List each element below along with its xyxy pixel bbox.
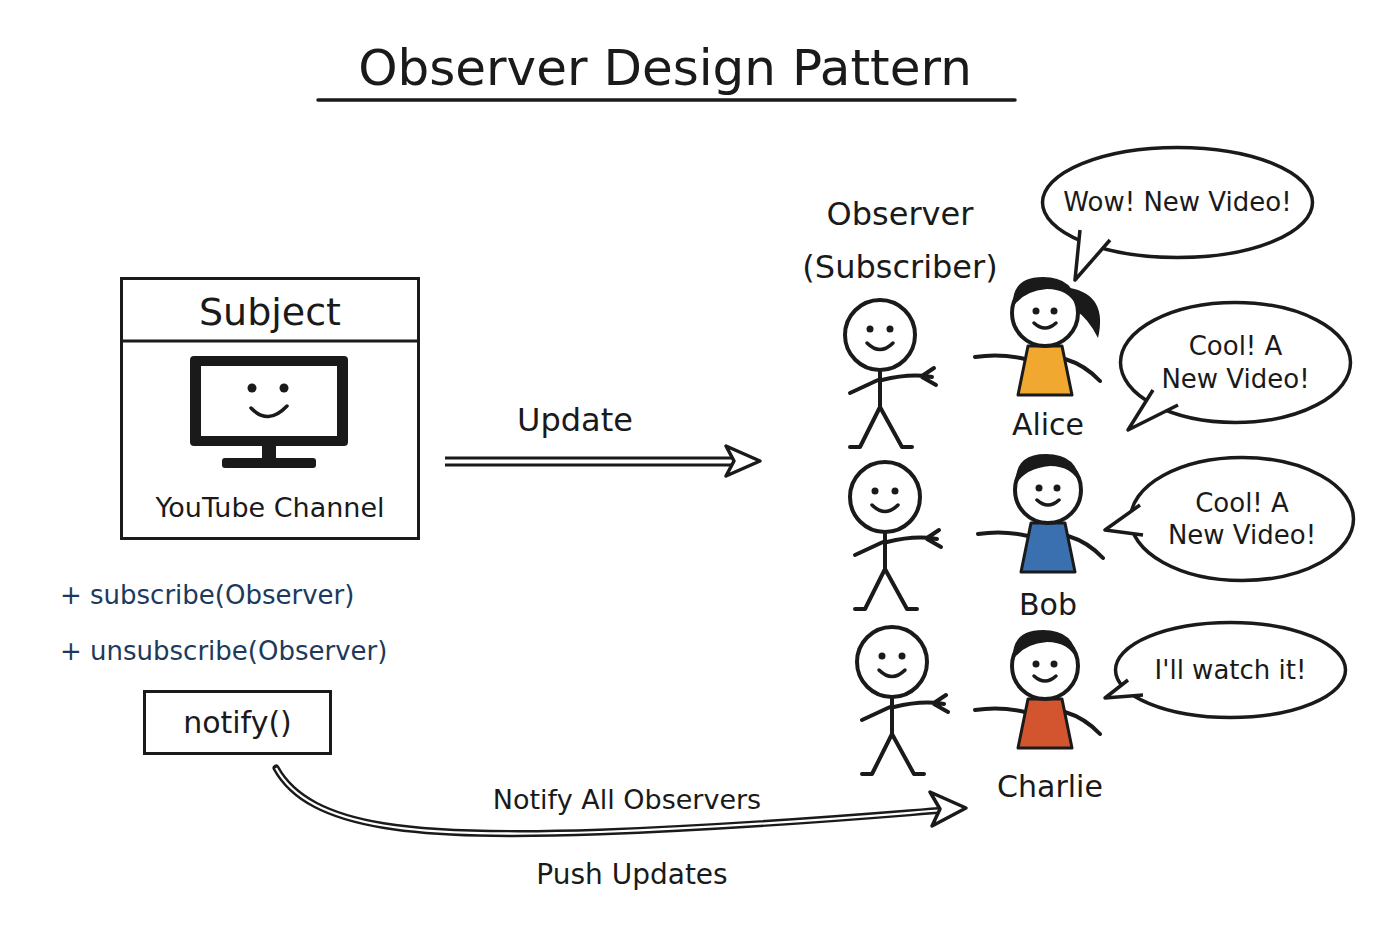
observer-figures <box>845 300 936 447</box>
monitor-icon <box>190 356 348 468</box>
update-arrow <box>445 458 745 465</box>
diagram-title: Observer Design Pattern <box>215 38 1115 98</box>
update-arrow <box>726 446 760 476</box>
bubble-tail <box>1105 505 1143 535</box>
update-arrow <box>445 446 760 476</box>
arrow-label: Update <box>465 400 685 440</box>
monitor-icon <box>201 366 337 436</box>
notify-arrow <box>276 768 966 834</box>
notify-arrow <box>276 768 945 834</box>
box-heading: Subject <box>123 290 417 336</box>
subscriber-figures <box>978 454 1103 572</box>
box-label: YouTube Channel <box>123 491 417 525</box>
monitor-icon <box>280 384 289 393</box>
method-signature: + unsubscribe(Observer) <box>60 635 460 668</box>
speech-bubble: Cool! A New Video! <box>1118 300 1353 425</box>
bubble-text: I'll watch it! <box>1126 654 1336 687</box>
monitor-icon <box>262 446 276 460</box>
subscriber-figures <box>975 277 1100 395</box>
method-box: notify() <box>143 690 332 755</box>
monitor-icon <box>222 458 316 468</box>
bubble-tail <box>1105 680 1143 698</box>
subscriber-figures <box>975 277 1103 748</box>
box-divider <box>120 340 420 343</box>
person-name: Charlie <box>970 768 1130 806</box>
speech-bubble: Cool! A New Video! <box>1128 455 1356 583</box>
notify-arrow <box>276 768 945 834</box>
monitor-icon <box>248 384 257 393</box>
role-heading: Observer (Subscriber) <box>785 188 1015 294</box>
method-signature: + subscribe(Observer) <box>60 579 460 612</box>
person-name: Bob <box>968 586 1128 624</box>
bubble-outline <box>1118 300 1353 425</box>
bubble-text: Wow! New Video! <box>1053 186 1303 219</box>
title-underline <box>318 98 1015 102</box>
arrow-label: Push Updates <box>472 857 792 892</box>
bubble-text: Cool! A New Video! <box>1165 487 1319 552</box>
speech-bubble: Wow! New Video! <box>1040 145 1315 260</box>
notify-arrow <box>930 792 966 826</box>
observer-figures <box>845 300 948 774</box>
person-name: Alice <box>968 406 1128 444</box>
speech-bubble: I'll watch it! <box>1113 620 1348 720</box>
arrow-label: Notify All Observers <box>417 783 837 817</box>
subject-box: SubjectYouTube Channel <box>120 277 420 540</box>
observer-figures <box>850 462 941 609</box>
observer-figures <box>857 627 948 774</box>
bubble-outline <box>1128 455 1356 583</box>
method-name: notify() <box>148 704 328 742</box>
bubble-outline <box>1131 458 1354 581</box>
bubble-tail <box>1075 230 1110 280</box>
monitor-icon <box>251 406 287 417</box>
bubble-outline <box>1116 623 1346 718</box>
bubble-text: Cool! A New Video! <box>1159 330 1313 395</box>
subscriber-figures <box>975 630 1100 748</box>
monitor-icon <box>190 356 348 446</box>
bubble-tail <box>1128 390 1178 430</box>
